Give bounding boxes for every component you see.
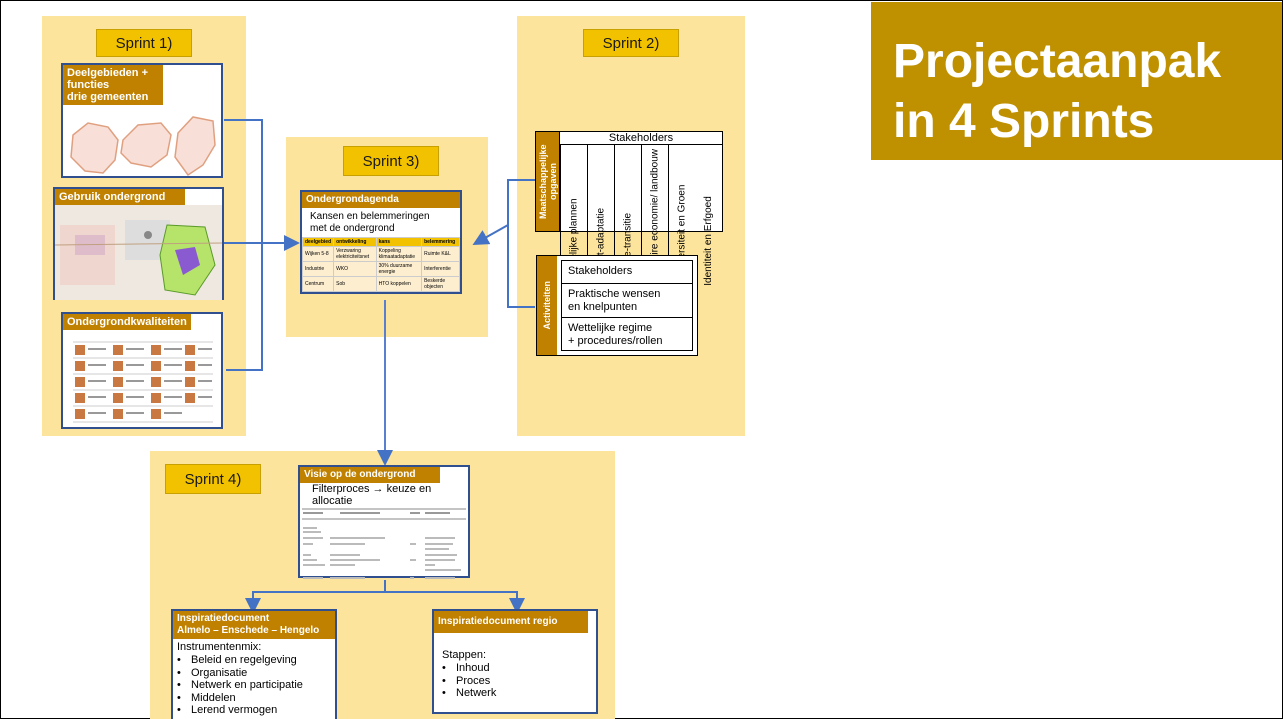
list-item: Lerend vermogen [177,704,331,717]
inspiratie-aeh-title-line2: Almelo – Enschede – Hengelo [177,625,320,636]
instrumentenmix-list: Beleid en regelgeving Organisatie Netwer… [177,654,331,717]
sprint3-label: Sprint 3) [343,146,439,176]
stappen-label: Stappen: [442,649,487,661]
visie-document-image [302,508,466,579]
agenda-subtitle-line1: Kansen en belemmeringen [310,211,430,222]
list-item: Proces [442,675,588,688]
list-item: Beleid en regelgeving [177,654,331,667]
municipality-shapes-image [70,116,216,177]
list-item: Organisatie [177,667,331,680]
instrumentenmix-label: Instrumentenmix: [177,641,262,653]
inspiratiedocument-regio-card: Inspiratiedocument regio Stappen: Inhoud… [432,609,598,714]
list-item: Inhoud [442,662,588,675]
activiteit-row-3: Wettelijke regime + procedures/rollen [561,318,693,351]
inspiratie-aeh-title-line1: Inspiratiedocument [177,613,270,624]
agenda-col-kans: kans [375,237,423,247]
list-item: Middelen [177,692,331,705]
ondergrondkwaliteiten-card: Ondergrondkwaliteiten [61,312,223,429]
ondergrond-map-image [54,205,223,300]
opgave-identiteit-erfgoed: Identiteit en Erfgoed [703,196,714,286]
table-row: Industrie WKO 30% duurzame energie Inter… [301,261,460,277]
gebruik-ondergrond-card: Gebruik ondergrond [53,187,224,300]
ondergrondagenda-card: Ondergrondagenda Kansen en belemmeringen… [300,190,462,294]
opgaven-table: Maatschappelijke opgaven Stakeholders Ru… [535,131,723,290]
sprint4-label: Sprint 4) [165,464,261,494]
activiteit-row-2: Praktische wensen en knelpunten [561,284,693,318]
opgaven-side-label: Maatschappelijke opgaven [536,132,560,231]
opgaven-header: Stakeholders [560,132,722,145]
list-item: Netwerk en participatie [177,679,331,692]
title-line2: in 4 Sprints [893,95,1155,148]
agenda-col-belemmering: belemmering [421,237,460,247]
inspiratiedocument-aeh-card: Inspiratiedocument Almelo – Enschede – H… [171,609,337,719]
agenda-col-deelgebied: deelgebied [301,237,335,247]
visie-title: Visie op de ondergrond [300,467,440,483]
ondergrondagenda-title: Ondergrondagenda [302,192,460,208]
agenda-col-ontwikkeling: ontwikkeling [333,237,377,247]
ondergrondkwaliteiten-title: Ondergrondkwaliteiten [63,314,191,330]
agenda-table: deelgebied ontwikkeling kans belemmering… [301,237,460,292]
visie-subtitle: Filterproces → keuze en allocatie [312,483,432,507]
sprint1-label: Sprint 1) [96,29,192,57]
kwaliteiten-grid-image [73,341,213,423]
gebruik-ondergrond-title: Gebruik ondergrond [55,189,185,205]
table-row: Wijken 5-8 Verzwaring elektriciteitsnet … [301,246,460,262]
inspiratie-regio-title: Inspiratiedocument regio [434,611,588,633]
deelgebieden-card: Deelgebieden + functies drie gemeenten [61,63,223,178]
title-line1: Projectaanpak [893,35,1222,88]
activiteiten-side-label: Activiteiten [537,256,557,355]
stappen-list: Inhoud Proces Netwerk [442,662,588,700]
deelgebieden-title-line2: drie gemeenten [67,91,149,103]
sprint2-label: Sprint 2) [583,29,679,57]
visie-card: Visie op de ondergrond Filterproces → ke… [298,465,470,579]
agenda-subtitle-line2: met de ondergrond [310,223,395,234]
table-row: Centrum Sob HTO koppelen Beskerde object… [301,276,460,292]
slide-title: Projectaanpak in 4 Sprints [871,2,1282,160]
list-item: Netwerk [442,687,588,700]
deelgebieden-title-line1: Deelgebieden + functies [67,67,149,91]
activiteit-row-1: Stakeholders [561,260,693,284]
activiteiten-table: Activiteiten Stakeholders Praktische wen… [536,255,698,356]
